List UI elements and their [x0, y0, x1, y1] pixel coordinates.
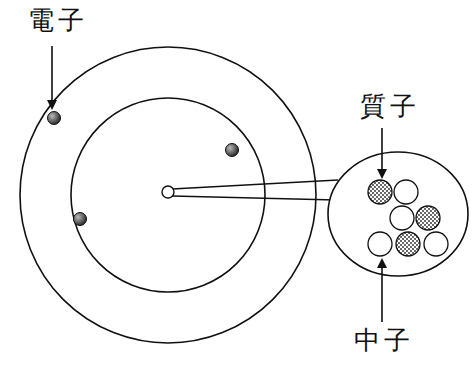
outer-orbit [20, 47, 316, 343]
proton [416, 206, 440, 230]
part-label: 電子 [28, 6, 88, 35]
nucleus-zoom [328, 152, 468, 276]
electron [226, 144, 239, 157]
part-label: 質子 [360, 92, 420, 121]
nucleus [162, 186, 174, 198]
leader-arrow [381, 260, 383, 322]
electron [48, 112, 61, 125]
zoom-line [172, 196, 336, 200]
neutron [368, 232, 392, 256]
electron [74, 213, 87, 226]
leader-arrow [381, 128, 383, 177]
part-label: 中子 [354, 326, 414, 355]
zoom-line [172, 180, 338, 189]
neutron [424, 232, 448, 256]
proton [396, 232, 420, 256]
neutron [390, 206, 414, 230]
proton [368, 180, 392, 204]
inner-orbit [71, 98, 265, 292]
leader-arrow [51, 46, 53, 108]
neutron [394, 180, 418, 204]
